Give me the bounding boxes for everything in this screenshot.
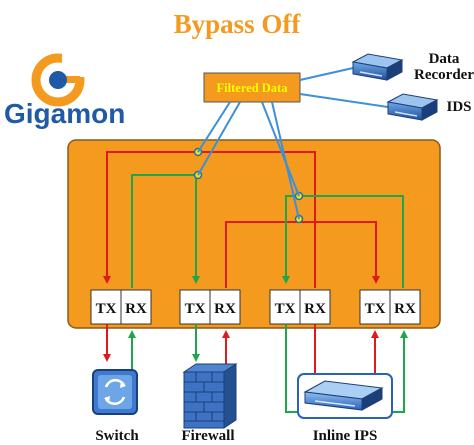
inline-ips-label: Inline IPS [313, 428, 378, 444]
firewall-label: Firewall [181, 428, 234, 444]
port-label: RX [125, 301, 147, 317]
green-path-firewall [131, 174, 200, 288]
data-recorder-label-line2: Recorder [414, 67, 474, 83]
internal-paths [103, 151, 404, 288]
filtered-data-box: Filtered Data [203, 72, 301, 103]
firewall-icon [182, 363, 238, 429]
gigamon-logo: Gigamon [4, 53, 125, 129]
data-recorder-server-icon [351, 53, 404, 81]
port-label: TX [275, 301, 296, 317]
port-rx[interactable] [120, 289, 152, 325]
port-label: RX [214, 301, 236, 317]
port-group-1: TX RX [90, 289, 152, 325]
port-group-4: TX RX [359, 289, 421, 325]
filter-links [197, 101, 300, 220]
ids-label: IDS [446, 99, 471, 115]
port-label: RX [304, 301, 326, 317]
port-tx[interactable] [269, 289, 301, 325]
page-title: Bypass Off [174, 9, 302, 39]
port-rx[interactable] [299, 289, 331, 325]
red-path-ips-far [314, 221, 380, 288]
port-label: RX [394, 301, 416, 317]
port-group-2: TX RX [179, 289, 241, 325]
port-label: TX [185, 301, 206, 317]
tool-links [299, 67, 389, 108]
port-label: TX [365, 301, 386, 317]
logo-wordmark: Gigamon [4, 98, 125, 129]
inline-ips-icon [297, 373, 393, 419]
red-path-switch [103, 151, 316, 288]
data-recorder-label-line1: Data [429, 51, 460, 67]
port-tx[interactable] [179, 289, 211, 325]
port-group-3: TX RX [269, 289, 331, 325]
ids-server-icon [386, 93, 439, 121]
green-path-ips-tx [282, 195, 404, 288]
gigamon-g-logo-icon [31, 53, 86, 107]
switch-label: Switch [95, 428, 139, 444]
bypass-chassis [67, 139, 441, 329]
switch-icon [92, 369, 138, 415]
port-rx[interactable] [209, 289, 241, 325]
port-rx[interactable] [389, 289, 421, 325]
port-label: TX [96, 301, 117, 317]
filtered-data-label: Filtered Data [217, 81, 289, 95]
port-tx[interactable] [359, 289, 391, 325]
